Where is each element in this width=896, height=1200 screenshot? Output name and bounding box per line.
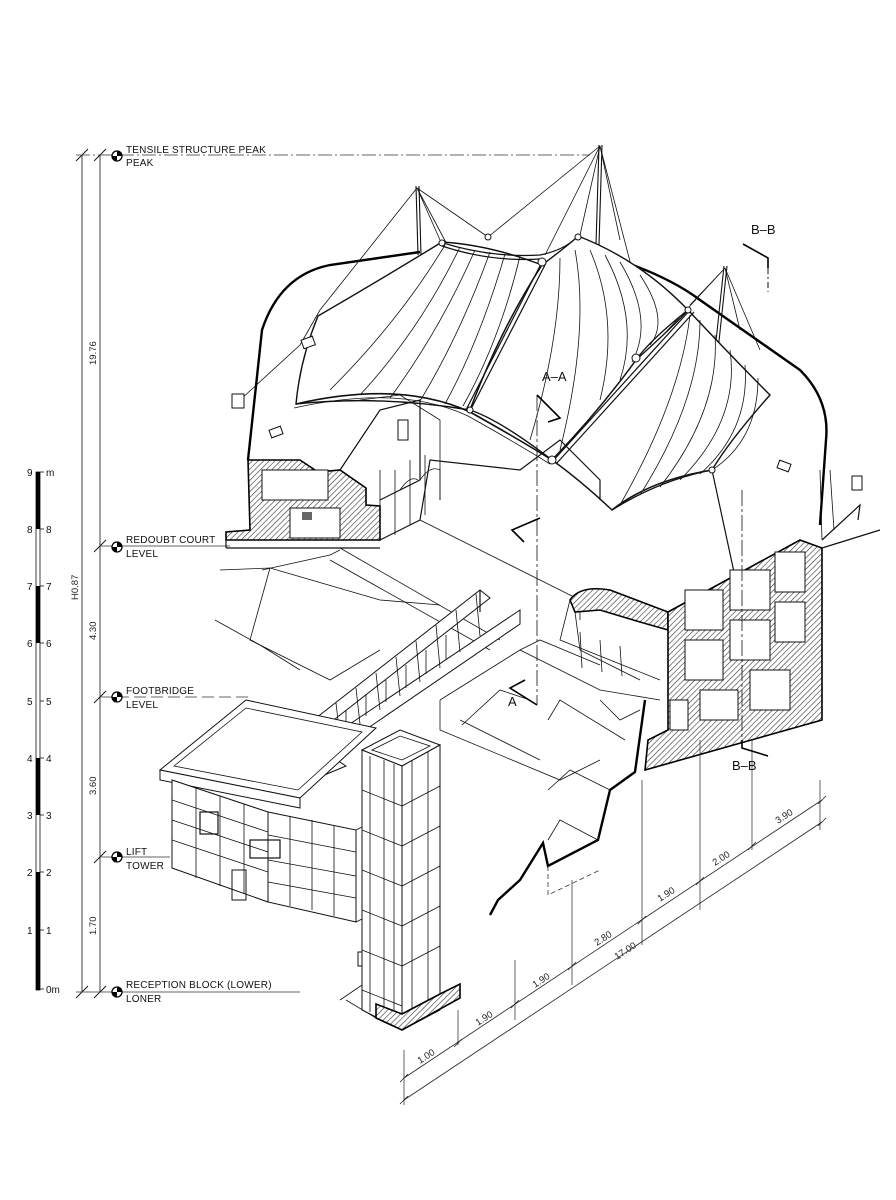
scale-right-8: 8	[46, 525, 52, 536]
level-title-peak: TENSILE STRUCTURE PEAK	[126, 145, 266, 156]
dim-plan-1-90-a: 1.90	[474, 1009, 496, 1028]
dim-plan-1-90-c: 1.90	[656, 885, 678, 904]
level-title-reception: RECEPTION BLOCK (LOWER)	[126, 980, 272, 991]
scale-left-6: 6	[27, 639, 33, 650]
scale-right-5: 5	[46, 697, 52, 708]
dim-plan-overall: 17.00	[613, 940, 639, 962]
redoubt-left-wing	[225, 394, 441, 541]
level-marker-lift: LIFT TOWER	[111, 847, 164, 872]
level-marker-peak: TENSILE STRUCTURE PEAK PEAK	[111, 145, 266, 169]
level-title-lift: LIFT	[126, 847, 147, 858]
plan-dimensions: 1.00 1.90 1.90 2.80 1.90 2.00 3.90 17.00	[399, 740, 827, 1105]
level-markers: TENSILE STRUCTURE PEAK PEAK REDOUBT COUR…	[76, 145, 590, 1005]
retaining-wall	[488, 699, 647, 916]
section-bb-top-label: B–B	[751, 222, 776, 237]
dim-vertical-4-30: 4.30	[88, 622, 99, 641]
scale-right-2: 2	[46, 868, 52, 879]
scale-left-1: 1	[27, 926, 33, 937]
scale-right-1: 1	[46, 926, 52, 937]
section-markers: A–A A B–B B–B	[508, 222, 776, 773]
dim-plan-1-00: 1.00	[416, 1047, 438, 1066]
level-marker-footbridge: FOOTBRIDGE LEVEL	[111, 686, 194, 711]
reception-block	[158, 699, 387, 1001]
section-bb-bottom-label: B–B	[732, 758, 757, 773]
level-marker-redoubt: REDOUBT COURT LEVEL	[111, 535, 215, 560]
dim-plan-2-00: 2.00	[711, 849, 733, 868]
scale-right-3: 3	[46, 811, 52, 822]
dim-vertical-overall: H0.87	[70, 575, 81, 600]
scale-left-8: 8	[27, 525, 33, 536]
vertical-dimensions: 19.76 4.30 3.60 1.70 H0.87	[70, 148, 107, 999]
level-subtitle-redoubt: LEVEL	[126, 549, 158, 560]
redoubt-right-block	[559, 469, 881, 772]
scale-left-4: 4	[27, 754, 33, 765]
dim-vertical-19-76: 19.76	[88, 341, 99, 365]
dim-plan-1-90-b: 1.90	[531, 971, 553, 990]
level-title-redoubt: REDOUBT COURT	[126, 535, 215, 546]
scale-bar: 9 8 7 6 5 4 3 2 1 m 8 7 6 5 4 3 2 1 0m	[27, 468, 60, 996]
lift-tower	[345, 729, 461, 1031]
scale-right-m: m	[46, 468, 54, 479]
scale-right-0m: 0m	[46, 985, 60, 996]
level-subtitle-lift: TOWER	[126, 861, 164, 872]
scale-right-6: 6	[46, 639, 52, 650]
scale-right-4: 4	[46, 754, 52, 765]
level-title-footbridge: FOOTBRIDGE	[126, 686, 194, 697]
level-subtitle-peak: PEAK	[126, 158, 154, 169]
tensile-roof	[231, 144, 863, 601]
dim-plan-3-90: 3.90	[774, 807, 796, 826]
section-aa-top-label: A–A	[542, 369, 567, 384]
level-subtitle-footbridge: LEVEL	[126, 700, 158, 711]
scale-left-7: 7	[27, 582, 33, 593]
level-marker-reception: RECEPTION BLOCK (LOWER) LONER	[111, 980, 272, 1005]
scale-left-5: 5	[27, 697, 33, 708]
dim-vertical-3-60: 3.60	[88, 777, 99, 796]
scale-left-2: 2	[27, 868, 33, 879]
level-subtitle-reception: LONER	[126, 994, 161, 1005]
scale-left-9: 9	[27, 468, 33, 479]
scale-right-7: 7	[46, 582, 52, 593]
scale-left-3: 3	[27, 811, 33, 822]
dim-vertical-1-70: 1.70	[88, 917, 99, 936]
section-aa-bottom-label: A	[508, 694, 517, 709]
